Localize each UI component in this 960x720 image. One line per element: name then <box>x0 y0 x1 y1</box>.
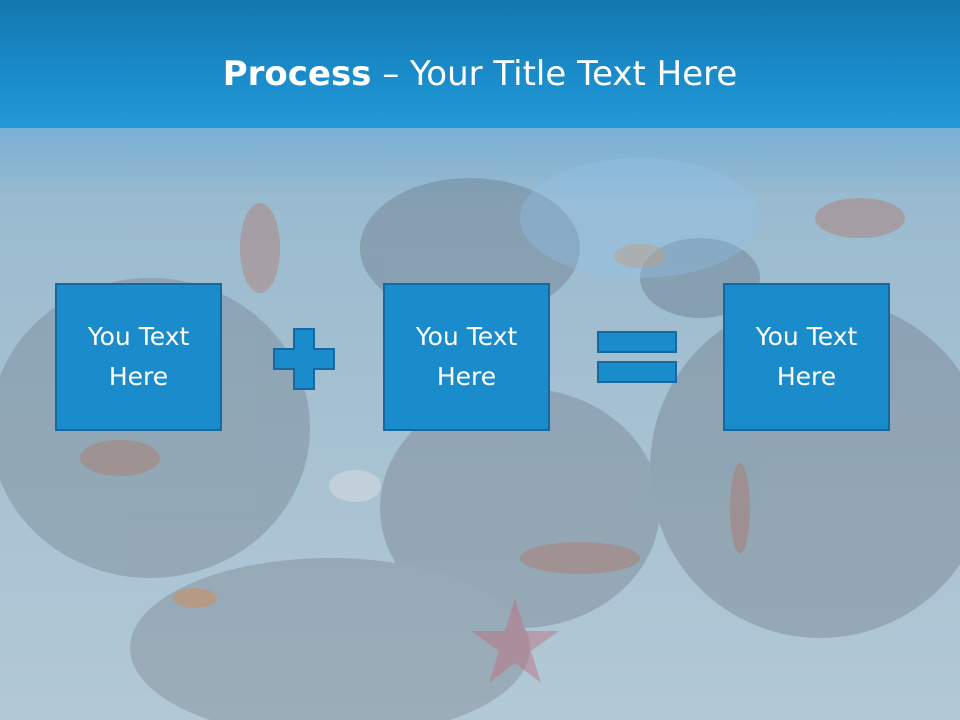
title-bar <box>0 0 960 128</box>
coral-shape <box>815 198 905 238</box>
text-box-3[interactable]: You Text Here <box>723 283 890 431</box>
text-box-3-line1: You Text <box>755 322 858 351</box>
fish-shape <box>329 470 381 502</box>
text-box-2[interactable]: You Text Here <box>383 283 550 431</box>
light-patch <box>520 158 760 278</box>
coral-shape <box>80 440 160 476</box>
equals-icon <box>597 331 677 383</box>
text-box-2-line2: Here <box>436 362 497 391</box>
rock-shape <box>130 558 530 720</box>
fish-shape <box>173 588 217 608</box>
text-box-1-line2: Here <box>108 362 169 391</box>
text-box-2-line1: You Text <box>415 322 518 351</box>
underwater-background-image <box>0 158 960 720</box>
text-box-1-line1: You Text <box>87 322 190 351</box>
slide-title: Process – Your Title Text Here <box>0 52 960 96</box>
title-rest: – Your Title Text Here <box>371 54 738 94</box>
coral-shape <box>240 203 280 293</box>
coral-shape <box>730 463 750 553</box>
rock-shape <box>380 388 660 628</box>
starfish-shape <box>471 598 559 683</box>
coral-shape <box>520 542 640 574</box>
text-box-3-line2: Here <box>776 362 837 391</box>
header-fade <box>0 128 960 198</box>
fish-shape <box>614 244 666 268</box>
title-bold: Process <box>222 54 372 94</box>
plus-icon <box>273 328 335 390</box>
text-box-1[interactable]: You Text Here <box>55 283 222 431</box>
